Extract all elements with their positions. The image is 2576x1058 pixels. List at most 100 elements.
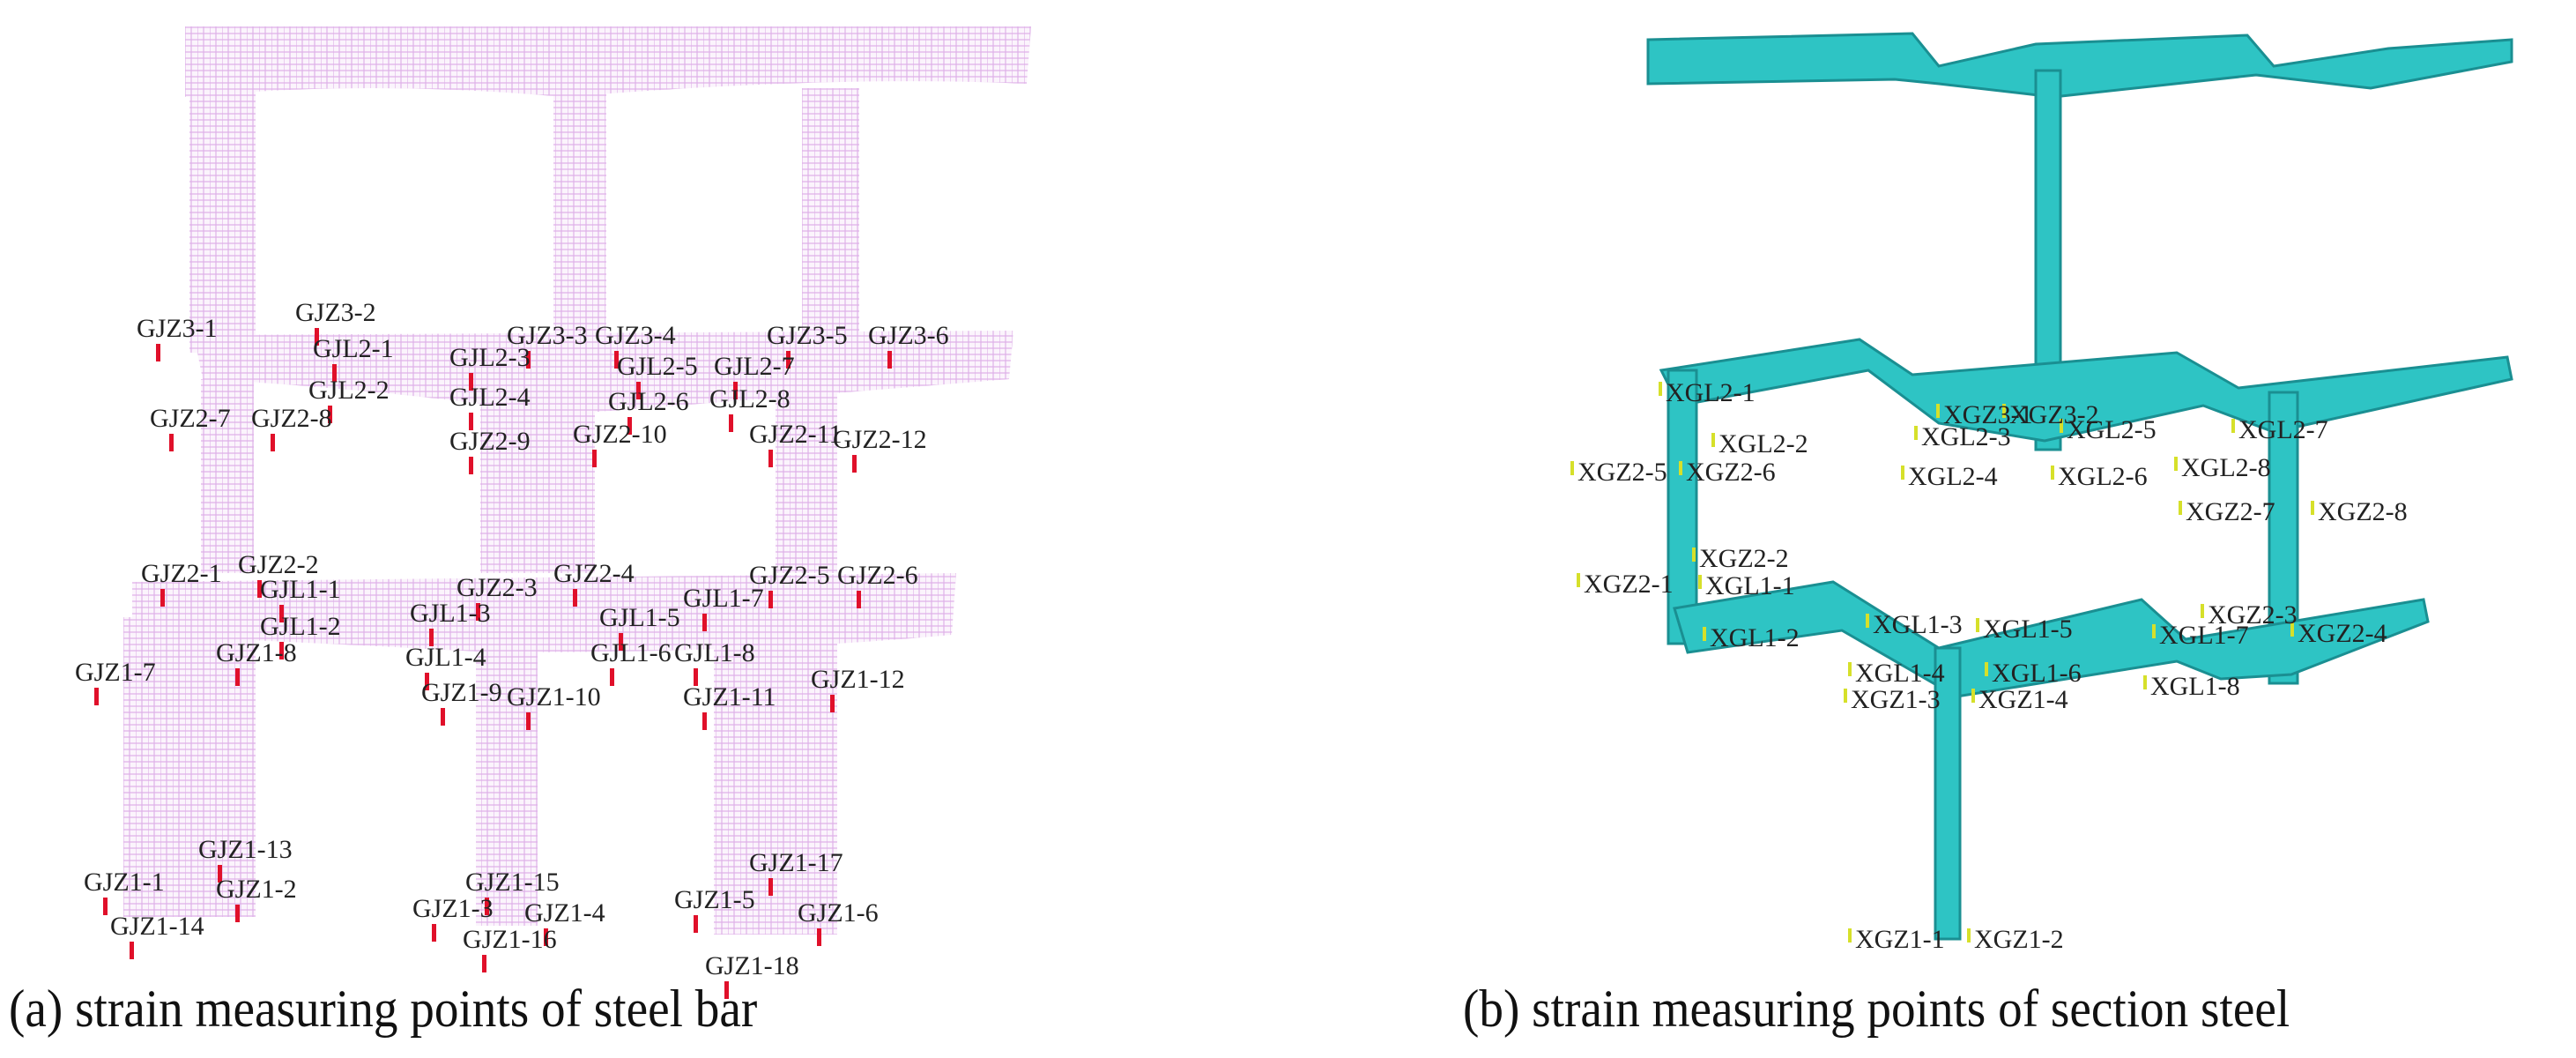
strain-point-label: GJL1-7	[683, 584, 764, 613]
strain-gauge-marker	[279, 642, 284, 659]
section-steel-point-label: XGL2-4	[1908, 462, 1998, 491]
strain-point-label: GJZ2-10	[573, 420, 667, 449]
strain-gauge-marker	[332, 364, 337, 382]
strain-gauge-marker	[768, 591, 773, 608]
floor-1-beam	[1673, 580, 2430, 698]
section-steel-point-label: XGL1-3	[1873, 610, 1963, 639]
strain-gauge-marker	[469, 413, 473, 430]
strain-point-label: GJZ2-8	[251, 404, 332, 433]
section-steel-gauge	[1866, 614, 1869, 628]
strain-gauge-marker	[592, 450, 597, 467]
section-steel-gauge	[1914, 426, 1918, 440]
strain-point-label: GJZ1-1	[84, 868, 165, 897]
strain-point-label: GJZ1-14	[110, 912, 204, 941]
section-steel-gauge	[1844, 689, 1847, 703]
panel-a-markers	[94, 328, 892, 999]
strain-point-label: GJL2-4	[449, 383, 531, 412]
section-steel-gauge	[1976, 618, 1979, 632]
strain-point-label: GJZ1-6	[798, 898, 879, 928]
strain-gauge-marker	[636, 382, 641, 399]
strain-point-label: GJZ1-17	[749, 848, 843, 877]
strain-gauge-marker	[103, 898, 108, 915]
section-steel-gauge	[2002, 404, 2006, 418]
column-3-mid	[553, 88, 606, 353]
strain-point-label: GJZ2-11	[749, 420, 843, 449]
section-steel-gauge	[2231, 419, 2235, 433]
strain-gauge-marker	[476, 603, 480, 621]
section-steel-point-label: XGL1-7	[2159, 621, 2249, 650]
strain-point-label: GJL2-1	[313, 334, 394, 363]
section-steel-gauge	[2060, 419, 2063, 433]
strain-gauge-marker	[817, 928, 821, 946]
strain-gauge-marker	[768, 450, 773, 467]
strain-gauge-marker	[702, 712, 707, 730]
strain-point-label: GJZ1-15	[465, 868, 560, 897]
strain-point-label: GJZ2-4	[553, 559, 635, 588]
section-steel-gauge	[1848, 662, 1852, 676]
section-steel-point-label: XGZ1-3	[1851, 685, 1941, 714]
strain-gauge-marker	[852, 455, 857, 473]
strain-gauge-marker	[610, 668, 614, 686]
strain-gauge-marker	[887, 351, 892, 369]
strain-point-label: GJZ1-10	[507, 682, 601, 712]
section-steel-point-label: XGZ1-1	[1855, 925, 1945, 954]
caption-panel-a: (a) strain measuring points of steel bar	[9, 980, 758, 1038]
strain-point-label: GJL1-3	[410, 599, 491, 628]
strain-point-label: GJZ1-9	[421, 678, 502, 707]
strain-gauge-marker	[156, 344, 160, 361]
section-steel-point-label: XGL1-1	[1705, 571, 1795, 600]
section-steel-point-label: XGL2-1	[1666, 378, 1756, 407]
section-steel-point-label: XGZ2-5	[1578, 458, 1667, 487]
strain-point-label: GJL2-3	[449, 343, 531, 372]
strain-gauge-marker	[469, 373, 473, 391]
strain-point-label: GJZ2-9	[449, 427, 531, 456]
section-steel-gauge	[1679, 461, 1682, 475]
strain-gauge-marker	[315, 328, 319, 346]
strain-gauge-marker	[279, 605, 284, 622]
section-steel-point-label: XGL2-5	[2067, 415, 2157, 444]
column-1-mid	[476, 635, 538, 926]
strain-point-label: GJZ3-3	[507, 321, 588, 350]
section-steel-point-label: XGL2-8	[2181, 453, 2271, 482]
strain-point-label: GJZ2-2	[238, 550, 319, 579]
strain-point-label: GJZ1-5	[674, 885, 755, 914]
section-steel-gauge	[2174, 457, 2178, 471]
strain-gauge-marker	[733, 382, 738, 399]
section-steel-point-label: XGL1-8	[2150, 672, 2240, 701]
section-steel-gauge	[2051, 466, 2054, 480]
caption-panel-b: (b) strain measuring points of section s…	[1463, 980, 2290, 1038]
strain-gauge-marker	[469, 457, 473, 474]
strain-point-label: GJL2-6	[608, 387, 689, 416]
section-steel-gauge	[2179, 501, 2182, 515]
strain-gauge-marker	[526, 712, 531, 730]
strain-gauge-marker	[257, 580, 262, 598]
strain-gauge-marker	[694, 915, 698, 933]
strain-gauge-marker	[526, 351, 531, 369]
section-steel-gauge	[2201, 604, 2204, 618]
section-steel-point-label: XGL1-5	[1983, 615, 2073, 644]
strain-gauge-marker	[432, 924, 436, 942]
column-2-left	[1667, 369, 1698, 645]
section-steel-point-label: XGZ3-2	[2009, 400, 2099, 429]
section-steel-gauge	[2290, 622, 2294, 637]
section-steel-gauge	[1577, 573, 1580, 587]
strain-point-label: GJL1-6	[590, 638, 672, 667]
section-steel-point-label: XGZ2-6	[1686, 458, 1776, 487]
section-steel-point-label: XGL2-3	[1921, 422, 2011, 451]
section-steel-point-label: XGL2-7	[2238, 415, 2328, 444]
section-steel-point-label: XGL1-2	[1710, 623, 1800, 652]
section-steel-gauge	[1570, 461, 1574, 475]
strain-gauge-marker	[425, 673, 429, 690]
section-steel-gauge	[1698, 575, 1702, 589]
strain-point-label: GJZ2-6	[837, 561, 918, 590]
strain-gauge-marker	[544, 928, 548, 946]
strain-point-label: GJZ2-1	[141, 559, 222, 588]
strain-point-label: GJL2-8	[709, 384, 791, 414]
strain-gauge-marker	[786, 351, 791, 369]
roof-slab-mesh	[185, 26, 1031, 97]
strain-gauge-marker	[94, 688, 99, 705]
strain-point-label: GJZ1-18	[705, 951, 799, 980]
strain-gauge-marker	[857, 591, 861, 608]
strain-gauge-marker	[724, 981, 729, 999]
